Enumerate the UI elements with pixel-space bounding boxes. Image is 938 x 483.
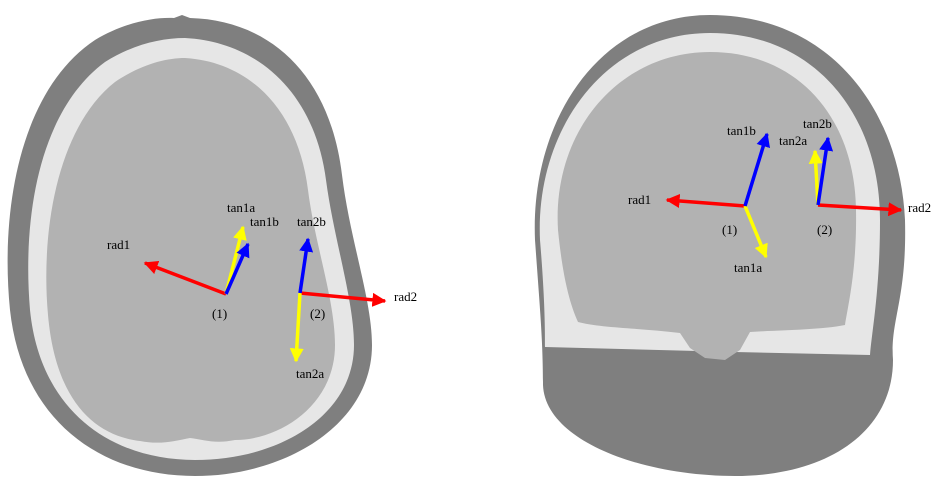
- right-dipole-1: (1) rad1 tan1a tan1b: [628, 123, 771, 275]
- right-rad2-arrow: [817, 202, 903, 217]
- left-dipole1-label: (1): [212, 306, 227, 321]
- right-dipole2-label: (2): [817, 222, 832, 237]
- left-dipole-1: (1) rad1 tan1a tan1b: [107, 200, 279, 321]
- right-rad1-arrow: [665, 193, 746, 208]
- left-rad1-label: rad1: [107, 237, 130, 252]
- left-rad1-arrow: [143, 260, 227, 296]
- left-tan2a-arrow: [289, 292, 304, 363]
- left-brain-layer: [46, 58, 335, 443]
- left-dipole-2: (2) rad2 tan2a tan2b: [289, 214, 417, 381]
- right-tan1b-arrow: [743, 132, 771, 207]
- right-dipole1-label: (1): [722, 222, 737, 237]
- left-rad2-arrow: [299, 291, 387, 307]
- right-rad1-label: rad1: [628, 192, 651, 207]
- right-tan1b-label: tan1b: [727, 123, 756, 138]
- left-tan2a-label: tan2a: [296, 366, 324, 381]
- right-tan2b-arrow: [816, 136, 834, 206]
- right-rad2-label: rad2: [908, 200, 931, 215]
- left-tan2b-label: tan2b: [297, 214, 326, 229]
- left-rad2-label: rad2: [394, 289, 417, 304]
- right-brain-layer: [557, 52, 857, 360]
- left-tan2b-arrow: [298, 237, 314, 294]
- left-dipole2-label: (2): [310, 306, 325, 321]
- right-tan2b-label: tan2b: [803, 116, 832, 131]
- right-tan2a-label: tan2a: [779, 133, 807, 148]
- right-head-section: [534, 15, 906, 476]
- right-dipole-2: (2) rad2 tan2a tan2b: [779, 116, 931, 237]
- left-tan1b-label: tan1b: [250, 214, 279, 229]
- left-head-section: [7, 15, 372, 476]
- left-tan1b-arrow: [224, 242, 250, 295]
- left-tan1a-label: tan1a: [227, 200, 255, 215]
- right-tan1a-arrow: [743, 205, 768, 259]
- right-tan1a-label: tan1a: [734, 260, 762, 275]
- right-tan2a-arrow: [808, 149, 823, 206]
- left-tan1a-arrow: [224, 225, 247, 295]
